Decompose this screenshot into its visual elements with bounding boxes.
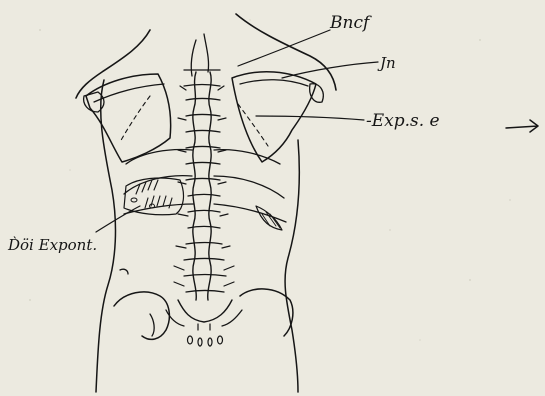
sacrum-base-right — [222, 310, 242, 326]
left-flank-mark — [120, 269, 128, 274]
vertebral-transverse-processes — [174, 86, 234, 286]
left-scapula — [86, 74, 171, 162]
right-scapula-spine — [240, 80, 308, 86]
left-hatch-dot-1 — [131, 198, 137, 202]
leader-doi — [96, 206, 140, 232]
label-jn: Jn — [377, 54, 396, 72]
left-scapula-dashed-border — [120, 96, 150, 142]
right-arrow-icon — [506, 120, 538, 132]
right-iliac-crest — [240, 289, 293, 336]
left-iliac-crest — [114, 292, 169, 339]
label-bncf: Bncf — [329, 13, 372, 33]
right-lower-rib-wedge — [256, 206, 282, 230]
left-scapula-spine — [94, 84, 164, 102]
torso-right-outline — [285, 140, 299, 392]
leader-exp — [256, 116, 364, 120]
trapezius-right-outline — [236, 14, 336, 90]
label-doi-expont: D̀öi Expont. — [7, 236, 97, 254]
vertebral-column — [184, 34, 226, 292]
right-scapula-dashed-border — [238, 104, 268, 146]
rib-right-2 — [214, 176, 284, 198]
label-exp: -Exp.s. e — [366, 111, 440, 131]
left-hatch-marks — [136, 180, 172, 208]
torso-left-outline — [96, 80, 115, 392]
coccyx-marks — [188, 324, 223, 346]
sacrum-outline — [178, 300, 232, 322]
right-shoulder-joint — [310, 84, 324, 103]
vertebral-spinous-processes — [193, 72, 211, 300]
leader-bncf — [238, 30, 330, 66]
left-iliac-inner — [150, 314, 154, 336]
